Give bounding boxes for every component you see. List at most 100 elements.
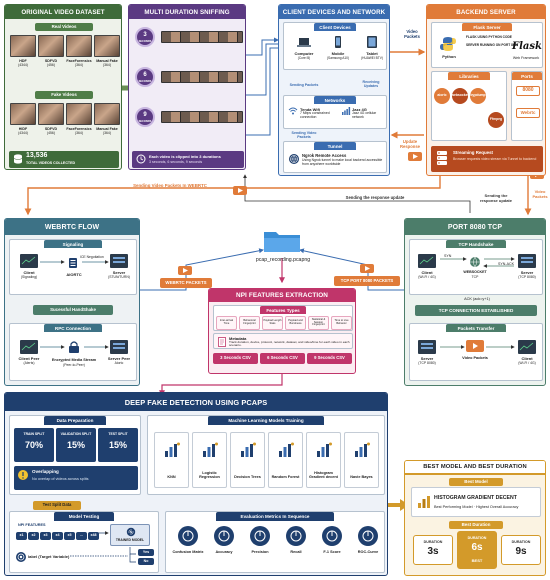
tcp-server-icon — [518, 254, 536, 268]
duration-value: 6s — [471, 542, 483, 553]
library-badge: bypdump — [470, 88, 486, 104]
jazz-name: Jazz 4G — [352, 107, 367, 112]
deepfake-panel: DEEP FAKE DETECTION USING PCAPS Data Pre… — [4, 392, 388, 576]
client-peer-detail: (Alerts) — [23, 361, 35, 365]
signaling-client-detail: (Signaling) — [20, 275, 38, 279]
feature-chip: x2 — [28, 532, 39, 540]
features-types-title: Features Types — [260, 306, 306, 314]
npi-panel: NPI FEATURES EXTRACTION Features Types I… — [208, 288, 356, 374]
warning-icon — [18, 470, 28, 480]
metric-icon — [214, 526, 234, 546]
sniffing-panel: MULTI DURATION SNIFFING Each video is cl… — [128, 4, 246, 170]
tcp-packets-badge: TCP PORT 8080 PACKETS — [334, 276, 400, 286]
overlap-detail: No overlap of videos across splits — [32, 477, 89, 481]
duration-number: 3 — [143, 32, 147, 38]
feature-type: Time to Live Behavior — [331, 316, 352, 330]
play-icon — [178, 266, 192, 275]
duration-unit: SECONDS — [138, 40, 152, 43]
model-icon — [202, 441, 219, 458]
transfer-client-detail: (Wi-Fi / 4G) — [518, 361, 536, 365]
ml-model-card: Logistic Regression — [192, 432, 227, 488]
dataset-panel: ORIGINAL VIDEO DATASET Real Videos Fake … — [4, 4, 122, 170]
server-peer-icon — [110, 340, 128, 354]
duration-number: 6 — [143, 72, 147, 78]
streaming-box: Streaming Request Browser requests video… — [431, 146, 543, 172]
folder-icon — [262, 228, 302, 254]
metric-name: Recall — [290, 550, 302, 554]
real-videos-label: Real Videos — [35, 23, 93, 31]
best-model-name: HISTOGRAM GRADIENT DECENT — [434, 495, 517, 501]
csv-output: 6 Seconds CSV — [260, 353, 305, 364]
webrtc-title: WEBRTC FLOW — [5, 219, 139, 235]
metric-name: ROC-Curve — [357, 550, 379, 554]
metric-icon — [358, 526, 378, 546]
sniffing-title: MULTI DURATION SNIFFING — [129, 5, 245, 19]
ml-model-card: Navie Bayes — [344, 432, 379, 488]
clip-note-line1: Each video is clipped into 3 durations — [149, 154, 221, 159]
eval-metrics-title: Evaluation Metrics In Sequence — [216, 512, 334, 521]
dataset-source-count: (364) — [75, 131, 83, 135]
model-name: Random Forest — [271, 474, 300, 479]
dataset-source-name: Manual Fake — [96, 127, 118, 131]
rpc-box: RPC Connection Client Peer (Alerts) Encr… — [9, 323, 137, 381]
metadata-detail: Track duration, device, protocol, networ… — [229, 340, 350, 348]
video-thumbnail — [94, 35, 120, 57]
metric-icon — [322, 526, 342, 546]
sending-video-label: Sending Video Packets — [291, 131, 317, 140]
bar-chart-icon — [417, 495, 431, 509]
library-badge: Ffmpeg — [488, 112, 504, 128]
server-peer-detail: Aiortc — [114, 361, 124, 365]
ml-model-card: Decision Trees — [230, 432, 265, 488]
signaling-client-label: Client — [23, 270, 35, 275]
play-icon — [408, 152, 422, 161]
best-title: BEST MODEL AND BEST DURATION — [405, 461, 545, 475]
transfer-server-icon — [418, 340, 436, 354]
sending-webrtc-label: Sending Video Packets In WEBRTC — [133, 183, 207, 188]
dataset-source-count: (4344) — [18, 131, 28, 135]
port-value: 8080 — [516, 86, 540, 96]
wifi-name: Tenda Wifi — [300, 107, 320, 112]
libraries-title: Libraries — [448, 72, 490, 80]
backend-panel: BACKEND SERVER Flask Server Python FLASK… — [426, 4, 546, 176]
synack-label: SYN-ACK — [498, 262, 514, 266]
signaling-server-detail: (STUN/TURN) — [108, 275, 130, 279]
dataset-source-name: Manual Fake — [96, 59, 118, 63]
device-detail: (Core i5) — [297, 56, 311, 60]
metric-name: Accuracy — [215, 550, 233, 554]
play-icon — [360, 264, 374, 273]
clip-note-line2: 3 seconds, 6 seconds, 9 seconds — [149, 160, 203, 164]
feature-type: Payload Length Stats — [262, 316, 283, 330]
library-badge: aiortc — [434, 88, 450, 104]
stream-detail: (Peer-to-Peer) — [63, 363, 85, 367]
model-icon — [164, 441, 181, 458]
globe-icon — [289, 154, 299, 164]
web-framework-label: Web Framework — [512, 56, 540, 60]
dataset-source-count: (456) — [47, 63, 55, 67]
duration-card: DURATION 3s — [413, 535, 453, 565]
tcp-client-icon — [418, 254, 436, 268]
ngrok-title: Ngrok Remote Access — [302, 153, 347, 158]
feature-chip: x3 — [40, 532, 51, 540]
receiving-updates-label: Receiving Updates — [362, 80, 380, 89]
tcp-server-label: Server — [520, 270, 534, 275]
webrtc-label: Webrtc — [516, 108, 540, 118]
video-packets-label: Video Packets — [404, 29, 420, 39]
metric-icon — [250, 526, 270, 546]
feature-type: Behavioral Fingerprint — [239, 316, 260, 330]
duration-label: DURATION — [423, 540, 443, 544]
tcp-socket-label: WEBSOCKET — [463, 270, 487, 274]
duration-value: 3s — [427, 546, 439, 557]
trained-model-label: TRAINED MODEL — [115, 538, 145, 542]
feature-chip: x1 — [16, 532, 27, 540]
video-thumbnail — [38, 103, 64, 125]
video-thumbnail — [66, 35, 92, 57]
dataset-source-count: (364) — [103, 131, 111, 135]
sending-packets-label: Sending Packets — [289, 83, 319, 87]
ack-label: ACK (ack=y+1) — [464, 297, 490, 301]
rpc-title: RPC Connection — [44, 324, 102, 332]
